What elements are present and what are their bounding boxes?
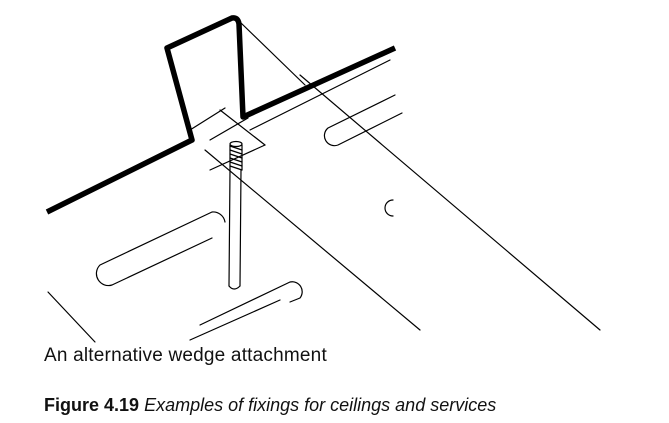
ceiling-channel-profile [45,15,397,215]
rod-thread [229,145,243,171]
hanger-rod [239,169,242,287]
panel-edge-line [249,59,391,131]
panel-edge-line [204,149,421,331]
rod-thread-top [229,140,243,148]
panel-edge-line [189,299,281,341]
panel-edge-line [47,291,96,343]
panel-slot [95,211,226,287]
wedge-face-line [209,117,249,141]
figure-title: Examples of fixings for ceilings and ser… [144,395,497,415]
wedge-attachment-drawing [45,15,601,343]
figure-caption: Figure 4.19 Examples of fixings for ceil… [44,395,496,416]
panel-slot [323,94,403,147]
panel-edge-line [299,74,601,331]
panel-slot [384,199,394,217]
figure-number: Figure 4.19 [44,395,140,415]
figure-subcaption: An alternative wedge attachment [44,345,327,366]
wedge-face-line [189,107,226,131]
wedge-face-line [239,21,306,86]
hanger-rod [228,169,231,287]
panel-slot [199,281,303,326]
wedge-face-line [209,144,266,171]
hanger-rod-end [228,285,241,290]
wedge-face-line [219,109,266,146]
